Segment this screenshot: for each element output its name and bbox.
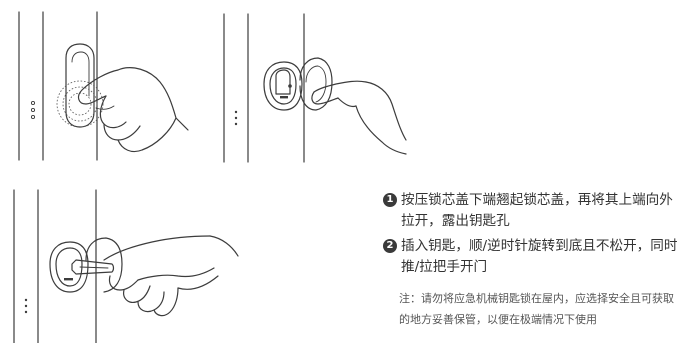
- press-ripple: [56, 80, 104, 128]
- lock-body: [49, 241, 89, 293]
- door-edge-dots: [24, 298, 28, 314]
- lock-body: [263, 61, 303, 111]
- illustration-press-cover: [18, 11, 189, 161]
- lock-cover-open: [85, 237, 123, 293]
- illustration-open-cover: [223, 13, 407, 163]
- illustration-insert-key: [13, 189, 239, 343]
- hand-pulling: [311, 80, 407, 155]
- hand-turning-key: [103, 235, 239, 317]
- lock-cover-open: [299, 57, 333, 111]
- step-number-badge: 1: [383, 193, 397, 207]
- door-frame: [18, 11, 98, 161]
- step-text: 按压锁芯盖下端翘起锁芯盖，再将其上端向外拉开，露出钥匙孔: [401, 192, 673, 229]
- lock-cover: [65, 43, 95, 128]
- door-edge-dots: [234, 110, 238, 126]
- step-1: 1 按压锁芯盖下端翘起锁芯盖，再将其上端向外拉开，露出钥匙孔: [383, 190, 683, 232]
- keyhole: [288, 84, 292, 88]
- instructions-panel: 1 按压锁芯盖下端翘起锁芯盖，再将其上端向外拉开，露出钥匙孔 2 插入钥匙，顺/…: [383, 190, 683, 330]
- hand-pressing: [77, 67, 189, 153]
- door-frame: [13, 189, 97, 343]
- step-2: 2 插入钥匙，顺/逆时针旋转到底且不松开，同时推/拉把手开门: [383, 236, 683, 278]
- safety-note: 注：请勿将应急机械钥匙锁在屋内，应选择安全且可获取的地方妥善保管，以便在极端情况…: [399, 292, 674, 326]
- step-number-badge: 2: [383, 239, 397, 253]
- door-edge-dots: [30, 100, 36, 120]
- door-frame: [223, 13, 305, 163]
- key: [71, 259, 115, 275]
- step-text: 插入钥匙，顺/逆时针旋转到底且不松开，同时推/拉把手开门: [401, 238, 678, 275]
